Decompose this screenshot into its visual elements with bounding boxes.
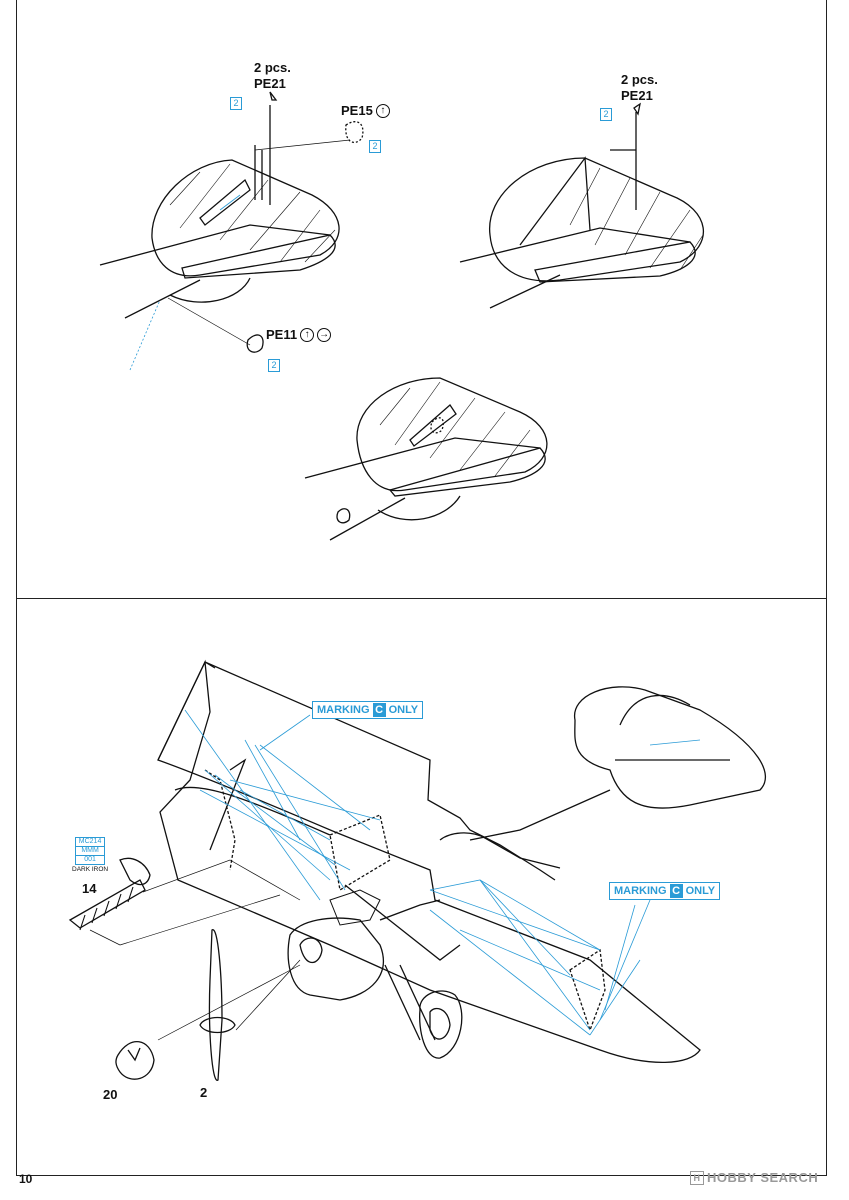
marking-c-only-upper: MARKING C ONLY xyxy=(312,701,424,719)
pe15-callout: PE15 ↑ xyxy=(341,103,390,118)
marking-prefix: MARKING xyxy=(614,885,667,897)
marking-letter-badge: C xyxy=(372,703,386,717)
paint-name: DARK IRON xyxy=(72,866,109,873)
marking-suffix: ONLY xyxy=(685,885,716,897)
paint-code-mc: MC214 xyxy=(75,837,106,847)
pe21-quantity-box-right: 2 xyxy=(600,108,612,121)
pe21-qty-label-right: 2 pcs. xyxy=(621,72,658,87)
marking-suffix: ONLY xyxy=(388,704,419,716)
marking-prefix: MARKING xyxy=(317,704,370,716)
paint-code-mmm: MMM xyxy=(75,847,106,856)
marking-c-only-lower: MARKING C ONLY xyxy=(609,882,721,900)
marking-letter-badge: C xyxy=(669,884,683,898)
pe15-quantity-box: 2 xyxy=(369,140,381,153)
part-number-2: 2 xyxy=(200,1085,208,1100)
page-frame xyxy=(16,0,827,1176)
panel-divider xyxy=(16,598,827,599)
pe21-code-label: PE21 xyxy=(254,76,286,91)
pe15-code-label: PE15 xyxy=(341,103,373,118)
paint-callout: MC214 MMM 001 DARK IRON xyxy=(72,837,108,873)
part-number-14: 14 xyxy=(82,881,97,896)
watermark-logo-icon: H xyxy=(690,1170,704,1185)
pe11-callout: PE11 ↑ → xyxy=(266,327,332,342)
pe11-quantity-box: 2 xyxy=(268,359,280,372)
pe11-code-label: PE11 xyxy=(266,327,298,342)
watermark-text: HOBBY SEARCH xyxy=(707,1170,819,1185)
pe21-qty-label: 2 pcs. xyxy=(254,60,291,75)
pe21-quantity-box: 2 xyxy=(230,97,242,110)
part-number-20: 20 xyxy=(103,1087,118,1102)
rotate-arrow-icon: ↑ xyxy=(375,103,390,118)
page-number: 10 xyxy=(19,1172,33,1186)
paint-code-number: 001 xyxy=(75,856,106,865)
rotate-arrow-icon: ↑ xyxy=(300,327,315,342)
bend-direction-icon: → xyxy=(317,327,332,342)
pe21-code-label-right: PE21 xyxy=(621,88,653,103)
watermark: H HOBBY SEARCH xyxy=(690,1170,818,1185)
